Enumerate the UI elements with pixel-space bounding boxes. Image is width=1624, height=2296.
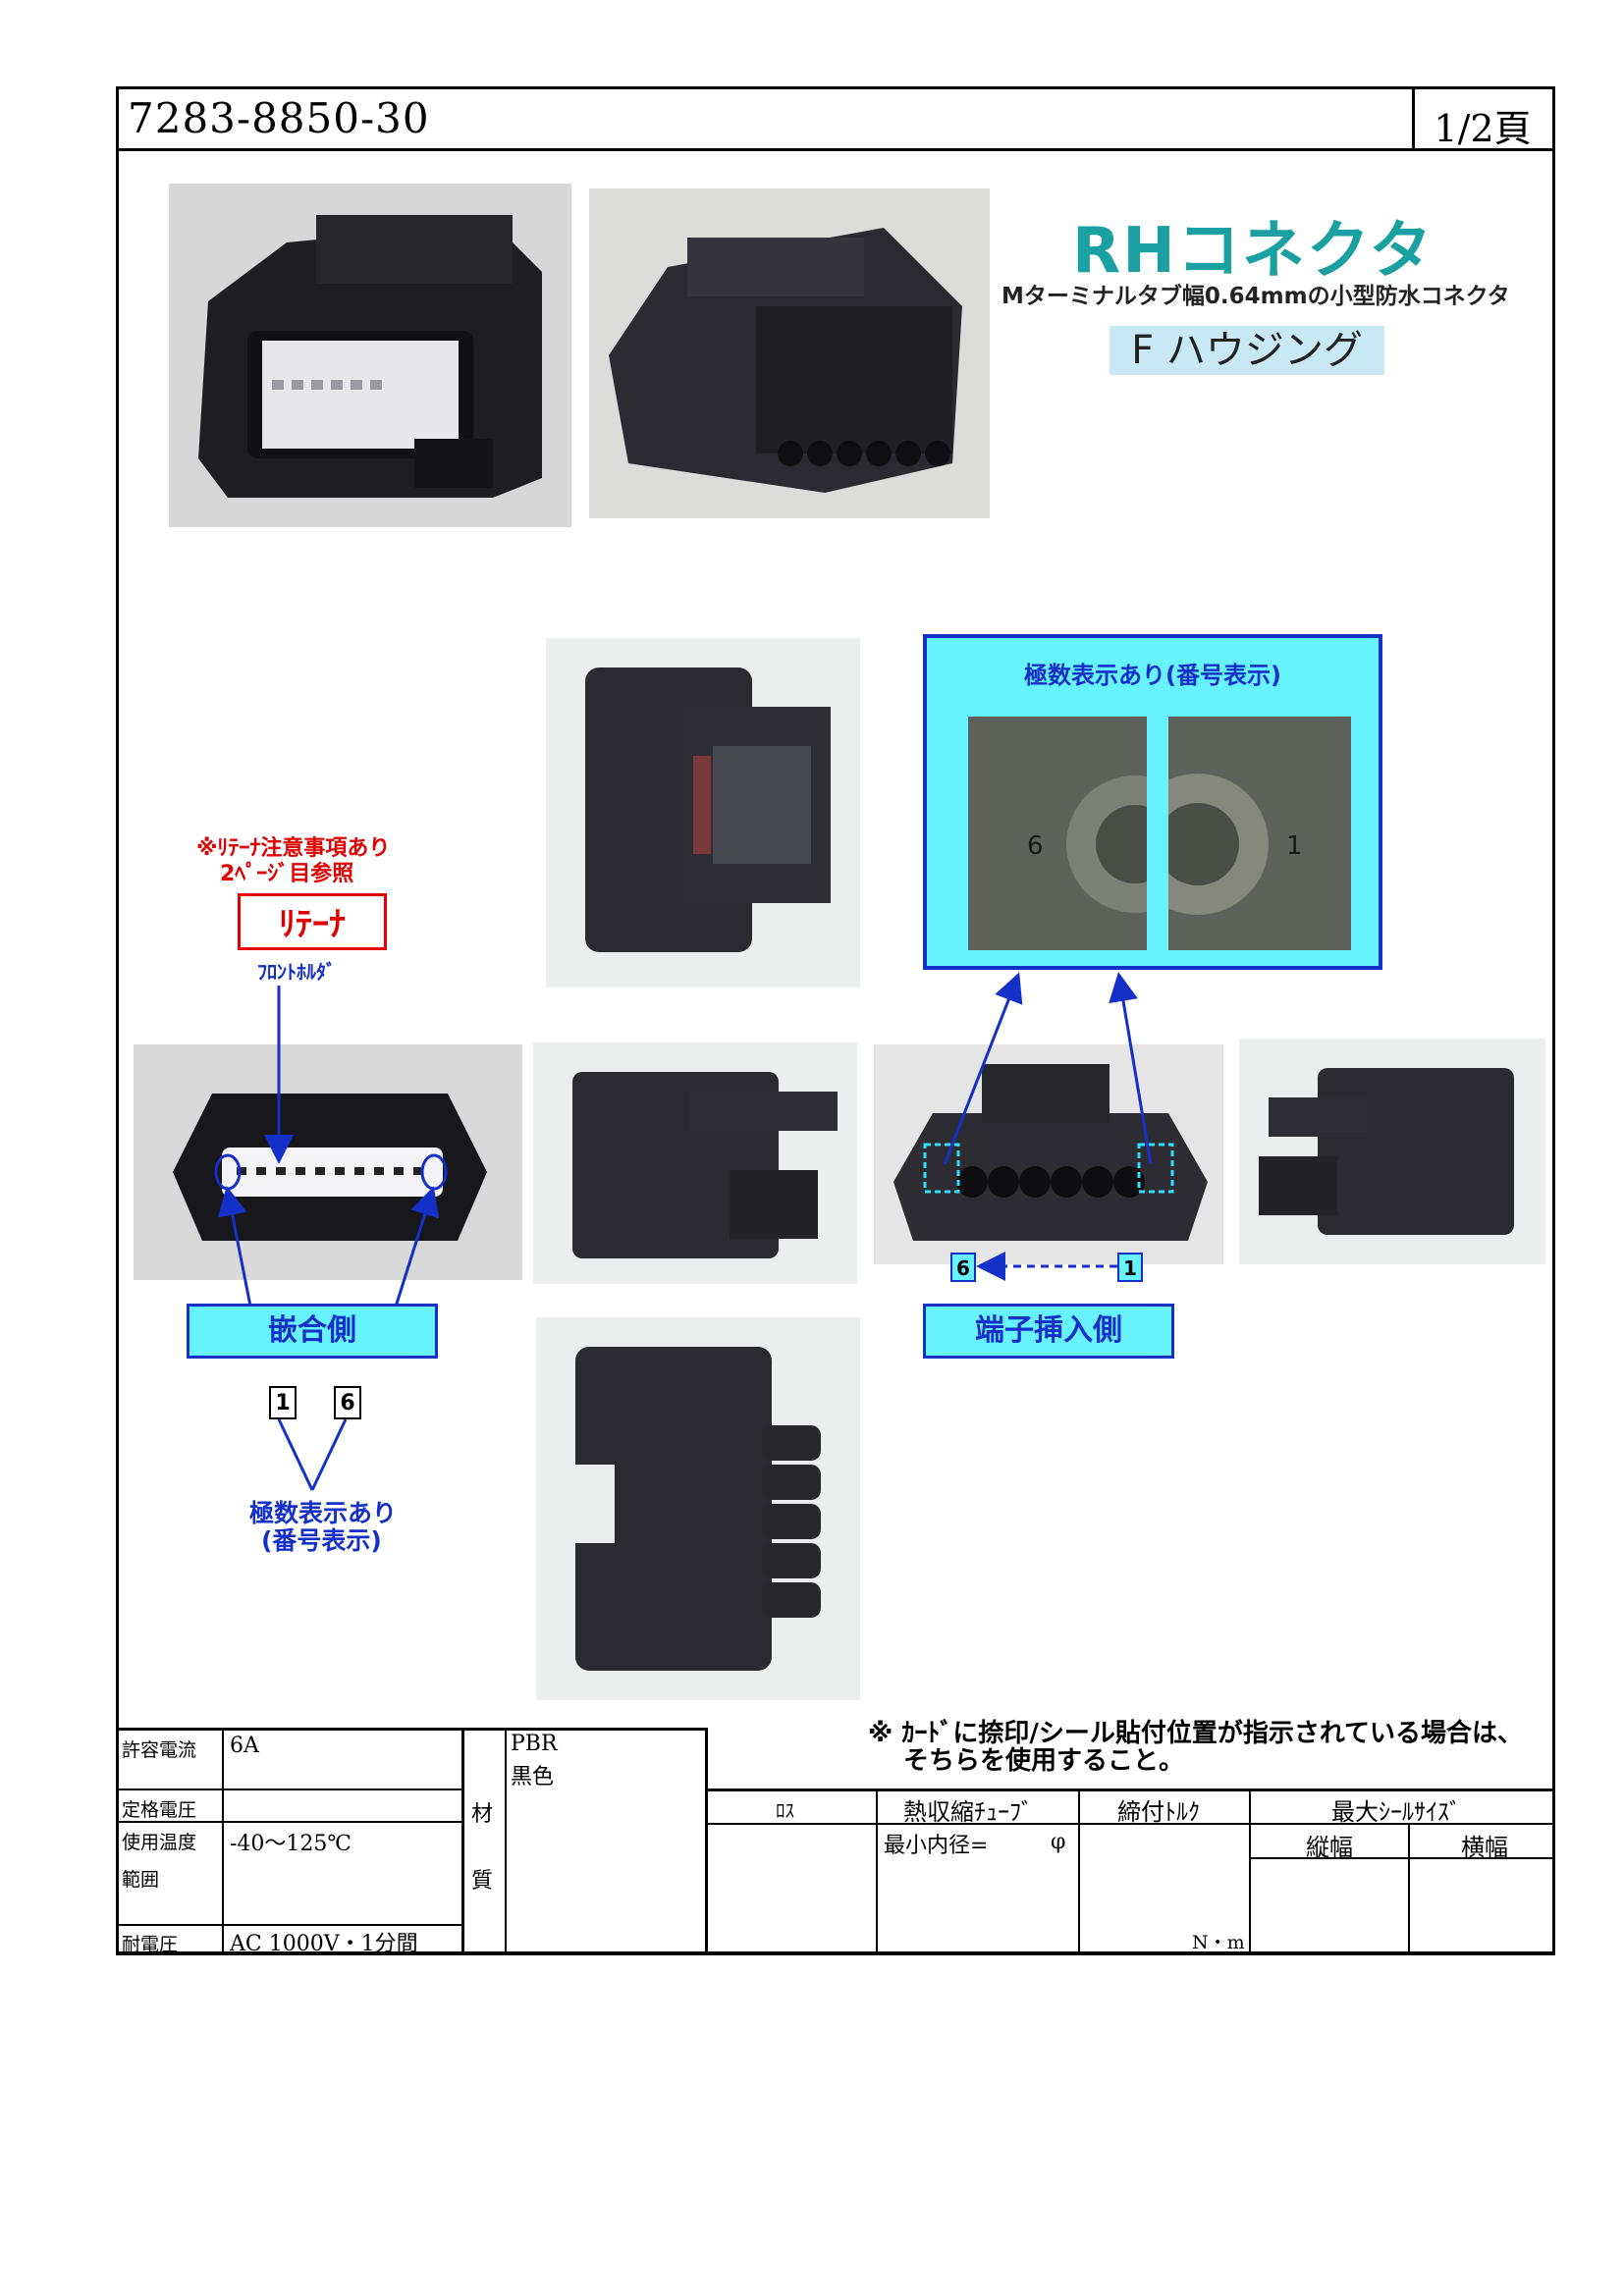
photo-terminal-side — [874, 1044, 1223, 1264]
connector-rear-image — [589, 188, 990, 518]
col-torque-header: 締付ﾄﾙｸ — [1117, 1798, 1200, 1826]
connector-bottom-image — [536, 1317, 860, 1700]
table-right-header-bottom — [705, 1823, 1555, 1825]
product-subtitle: Mターミナルタブ幅0.64mmの小型防水コネクタ — [1001, 284, 1510, 309]
table-label-col — [222, 1728, 224, 1953]
material-value-2: 黒色 — [511, 1765, 555, 1789]
mating-pole-number-right: 6 — [334, 1386, 361, 1419]
table-material-col — [505, 1728, 507, 1953]
card-note-line1: ※ ｶｰﾄﾞに捺印/シール貼付位置が指示されている場合は、 — [868, 1719, 1524, 1748]
seal-vertical-label: 縦幅 — [1306, 1834, 1353, 1861]
retainer-note-line1: ※ﾘﾃｰﾅ注意事項あり — [196, 836, 391, 861]
withstand-voltage-value: AC 1000V・1分間 — [230, 1932, 418, 1956]
retainer-note-line2: 2ﾍﾟｰｼﾞ目参照 — [220, 862, 354, 886]
phi-symbol: φ — [1051, 1830, 1066, 1854]
photo-front-perspective — [169, 184, 571, 527]
header-rule — [116, 148, 1555, 151]
seal-horizontal-label: 横幅 — [1461, 1834, 1508, 1861]
pole-display-line1: 極数表示あり — [249, 1499, 398, 1527]
col-shrink-tube-header: 熱収縮ﾁｭｰﾌﾞ — [903, 1798, 1033, 1826]
detail-right-image: 1 — [1168, 717, 1351, 950]
table-value-col — [461, 1728, 464, 1953]
detail-left-image: 6 — [968, 717, 1147, 950]
material-label-2: 質 — [471, 1869, 494, 1894]
product-name: RHコネクタ — [1072, 215, 1435, 288]
rated-current-label: 許容電流 — [122, 1739, 197, 1761]
photo-bottom-view — [536, 1317, 860, 1700]
card-note-line2: そちらを使用すること。 — [903, 1746, 1185, 1776]
retainer-label: ﾘﾃｰﾅ — [238, 893, 387, 950]
detail-photo-right: 1 — [1168, 717, 1351, 950]
connector-top-image — [546, 638, 860, 988]
page-number: 1/2頁 — [1434, 107, 1532, 150]
connector-side-image — [533, 1042, 857, 1284]
table-left-row1-rule — [116, 1789, 461, 1790]
photo-side-view — [533, 1042, 857, 1284]
front-holder-label: ﾌﾛﾝﾄﾎﾙﾀﾞ — [257, 960, 336, 984]
mating-pole-number-left: 1 — [269, 1386, 297, 1419]
torque-unit: N・m — [1192, 1932, 1245, 1953]
detail-digit-left: 6 — [1027, 831, 1044, 861]
terminal-pole-number-right: 1 — [1117, 1253, 1143, 1282]
rated-current-value: 6A — [230, 1734, 259, 1758]
table-left-row3-rule — [116, 1924, 461, 1926]
detail-digit-right: 1 — [1286, 831, 1303, 861]
table-left-row2-rule — [116, 1821, 461, 1823]
temp-range-value: -40〜125℃ — [230, 1832, 352, 1856]
photo-top-view — [546, 638, 860, 988]
photo-rear-perspective — [589, 188, 990, 518]
table-col-torque-end — [1249, 1789, 1251, 1953]
terminal-side-label: 端子挿入側 — [923, 1304, 1174, 1359]
temp-range-label-2: 範囲 — [122, 1869, 160, 1891]
table-col-shrink-end — [1078, 1789, 1080, 1953]
table-right-header-top — [705, 1789, 1555, 1791]
table-top-rule — [116, 1728, 707, 1731]
table-bottom-rule — [116, 1951, 1555, 1955]
header-divider — [1412, 86, 1415, 149]
connector-front-image — [169, 184, 571, 527]
table-col-seal-mid — [1408, 1823, 1410, 1953]
connector-side-right-image — [1239, 1039, 1545, 1264]
terminal-pole-number-left: 6 — [950, 1253, 976, 1282]
connector-mating-image — [134, 1044, 522, 1280]
min-inner-diameter-label: 最小内径= — [884, 1834, 989, 1858]
photo-side-view-right — [1239, 1039, 1545, 1264]
material-label-1: 材 — [471, 1802, 494, 1827]
col-max-seal-header: 最大ｼｰﾙｻｲｽﾞ — [1331, 1798, 1461, 1826]
card-note: ※ ｶｰﾄﾞに捺印/シール貼付位置が指示されている場合は、 そちらを使用すること… — [868, 1720, 1523, 1775]
housing-label: F ハウジング — [1110, 326, 1384, 375]
table-material-end — [705, 1728, 708, 1953]
detail-panel-title: 極数表示あり(番号表示) — [1024, 662, 1281, 689]
pole-number-detail-panel: 極数表示あり(番号表示) 6 1 — [923, 634, 1382, 970]
table-col-loss-end — [876, 1789, 878, 1953]
withstand-voltage-label: 耐電圧 — [122, 1934, 179, 1955]
table-seal-sub-rule — [1249, 1857, 1555, 1859]
mating-side-label: 嵌合側 — [187, 1304, 438, 1359]
pole-display-line2: (番号表示) — [261, 1526, 382, 1555]
detail-photo-left: 6 — [968, 717, 1147, 950]
temp-range-label-1: 使用温度 — [122, 1832, 197, 1853]
connector-terminal-image — [874, 1044, 1223, 1264]
photo-mating-face — [134, 1044, 522, 1280]
material-value-1: PBR — [511, 1732, 558, 1756]
rated-voltage-label: 定格電圧 — [122, 1799, 197, 1821]
part-number: 7283-8850-30 — [128, 94, 430, 142]
col-loss-header: ﾛｽ — [776, 1800, 795, 1822]
